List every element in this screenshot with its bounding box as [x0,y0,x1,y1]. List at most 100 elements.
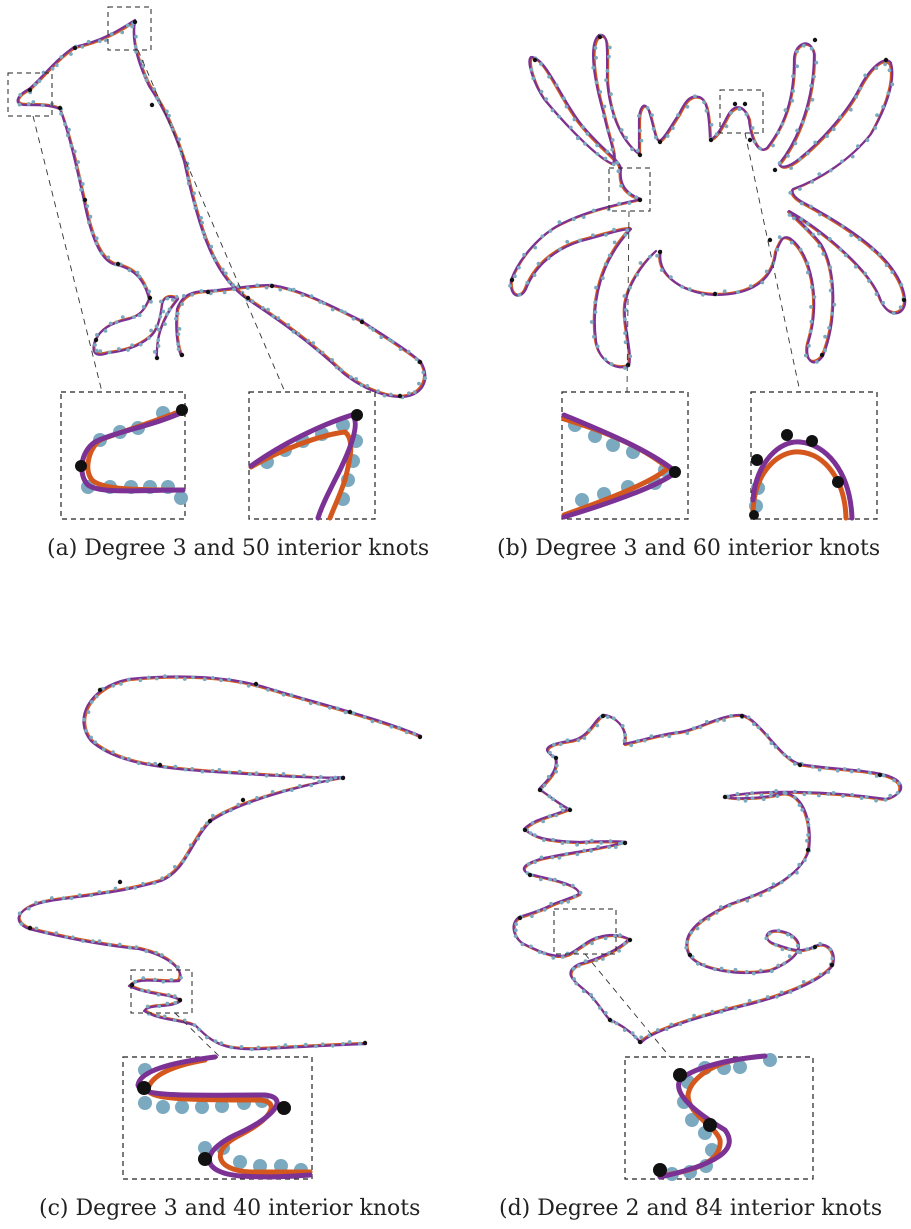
data-point [684,946,688,950]
data-point [786,154,790,158]
data-point [78,176,82,180]
data-point [87,710,91,714]
data-point [239,681,243,685]
data-point [596,845,600,849]
data-point [607,845,611,849]
data-point [747,715,751,719]
data-point [549,229,553,233]
spider-orange-curve [512,37,904,366]
data-point [696,927,700,931]
data-point [745,899,749,903]
data-point [734,968,738,972]
data-point [867,279,871,283]
data-point [55,63,59,67]
data-point [693,94,697,98]
data-point [590,320,594,324]
data-point [543,908,547,912]
data-point [762,797,766,801]
data-point [624,340,628,344]
data-point [621,724,625,728]
data-point [801,120,805,124]
data-point [840,160,844,164]
data-point [764,937,768,941]
data-point [548,814,552,818]
data-point [95,695,99,699]
data-point [854,265,858,269]
data-point [666,134,670,138]
data-point [399,347,403,351]
data-point [810,285,814,289]
data-point [604,233,608,237]
data-point [745,112,749,116]
data-point [316,348,320,352]
data-point [583,142,587,146]
data-point [849,233,853,237]
data-point [791,89,795,93]
data-point [203,235,207,239]
spider-purple-curve [511,35,905,367]
data-point [275,773,279,777]
data-point [594,46,598,50]
data-point [686,105,690,109]
data-point [736,290,740,294]
data-point [127,678,131,682]
data-point [565,240,569,244]
data-point [596,345,600,349]
data-point [788,191,792,195]
data-point [863,74,867,78]
data-point [566,738,570,742]
data-point [547,795,551,799]
data-point [736,899,740,903]
data-point [306,339,310,343]
seahorse-purple-curve [514,715,902,1043]
data-point [760,793,764,797]
data-point [701,1014,705,1018]
data-point [751,126,755,130]
data-point [551,956,555,960]
data-point [805,839,809,843]
data-point [211,769,215,773]
data-point [190,767,194,771]
data-point [149,300,153,304]
data-point [774,789,778,793]
data-point [517,266,521,270]
data-point [841,794,845,798]
data-point [727,970,731,974]
data-point [180,302,184,306]
data-point [806,107,810,111]
data-point [336,707,340,711]
data-point [530,914,534,918]
data-point [604,358,608,362]
data-point [743,1003,747,1007]
data-point [227,678,231,682]
caption-panel-c: (c) Degree 3 and 40 interior knots [39,1196,420,1221]
data-point [627,201,631,205]
data-point [176,965,180,969]
data-point [87,221,91,225]
data-point [809,205,813,209]
data-point [51,67,55,71]
data-point [705,109,709,113]
data-point [176,312,180,316]
data-point [558,220,562,224]
seahorse-data-points [514,714,901,1039]
data-point [423,376,427,380]
data-point [548,878,552,882]
data-point [838,115,842,119]
data-point [818,942,822,946]
data-point [791,74,795,78]
data-point [170,978,174,982]
data-point [629,743,633,747]
data-point [157,328,161,332]
data-point [354,377,358,381]
data-point [604,1011,608,1015]
data-point [128,946,132,950]
data-point [623,1028,627,1032]
data-point [100,251,104,255]
data-point [566,840,570,844]
data-point [671,126,675,130]
data-point [141,882,145,886]
data-point [552,743,556,747]
data-point [187,182,191,186]
data-point [368,326,372,330]
